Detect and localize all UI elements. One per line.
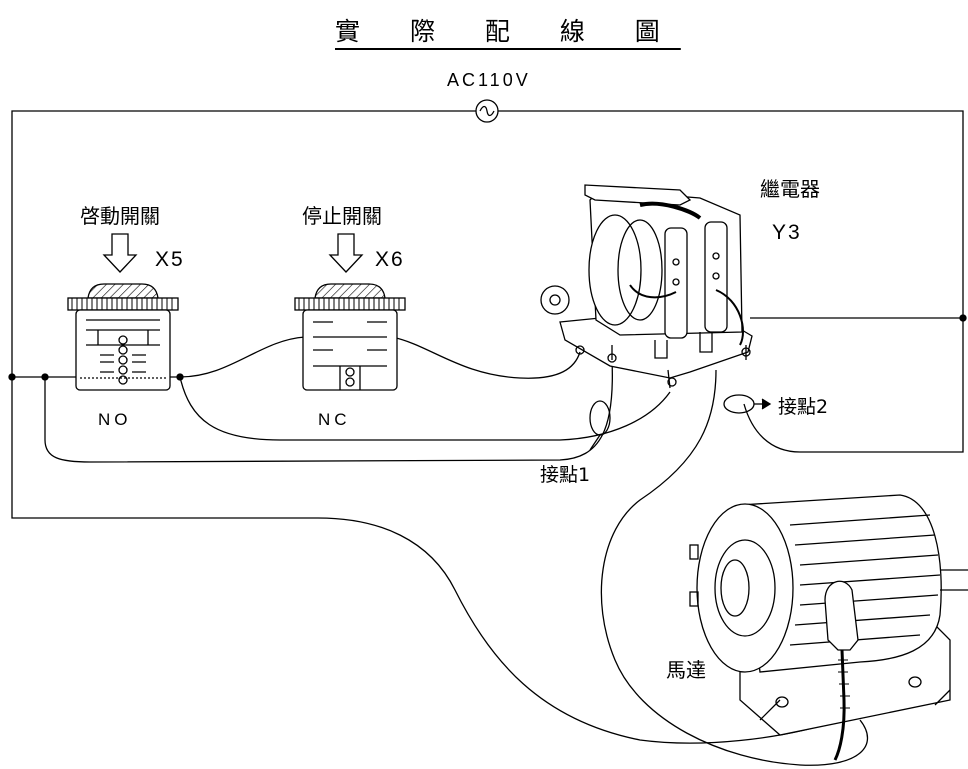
contact1-marker: [589, 400, 611, 436]
stop-switch-contact-type: NC: [318, 410, 351, 429]
stop-switch-label: 停止開關: [302, 204, 382, 228]
relay[interactable]: [540, 184, 753, 389]
stop-switch[interactable]: [294, 233, 406, 391]
relay-output-label: Y3: [772, 221, 802, 244]
start-switch-input-label: X5: [155, 248, 185, 271]
stop-switch-input-label: X6: [375, 248, 405, 271]
motor[interactable]: [689, 494, 968, 761]
contact2-label: 接點2: [778, 396, 829, 418]
start-switch[interactable]: [67, 233, 179, 391]
supply-voltage-label: AC110V: [447, 70, 531, 90]
motor-label: 馬達: [666, 658, 706, 682]
wire-nc-to-coil: [391, 336, 581, 379]
wire-no-to-nc: [160, 336, 306, 378]
relay-label: 繼電器: [760, 177, 820, 201]
ac-source-symbol: [475, 99, 499, 123]
down-arrow-icon: [102, 233, 138, 273]
start-switch-contact-type: NO: [98, 410, 132, 429]
contact1-label: 接點1: [540, 464, 591, 486]
start-switch-label: 啓動開關: [80, 204, 160, 228]
page-title: 實 際 配 線 圖: [335, 17, 681, 46]
down-arrow-icon: [328, 233, 364, 273]
wire-contact1-lower: [44, 359, 614, 463]
wire-motor-lead: [600, 369, 869, 766]
wire-contact1-upper: [179, 376, 671, 441]
contact2-marker: [723, 394, 755, 414]
power-wire-top-right: [498, 110, 964, 453]
power-wire-top: [11, 110, 841, 744]
